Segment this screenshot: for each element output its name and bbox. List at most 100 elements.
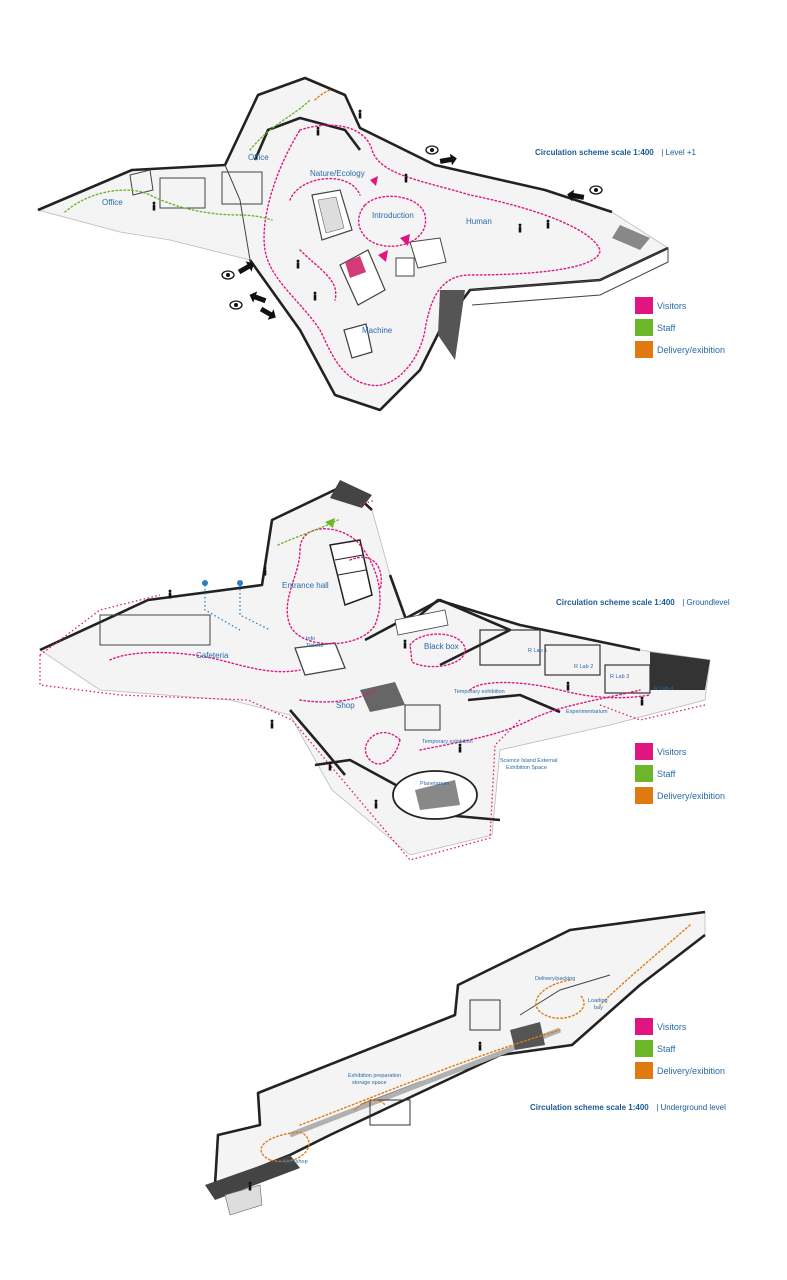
room-label: Black box	[424, 642, 459, 651]
room-label: Tickets	[306, 643, 323, 649]
ground-dark-volume	[650, 652, 710, 690]
ground-visitor-path-5	[349, 556, 651, 699]
ground-staff-path	[277, 519, 339, 546]
legend-label: Staff	[657, 1044, 676, 1054]
person-icon	[263, 566, 267, 576]
level1-visitor-arrow-2	[400, 234, 410, 246]
room-label: Entrance hall	[282, 581, 329, 590]
legend-swatch	[635, 1062, 653, 1079]
legends: VisitorsStaffDelivery/exibitionVisitorsS…	[635, 297, 725, 1079]
room-label: Cafeteria	[196, 651, 229, 660]
ground-external-path	[39, 594, 521, 861]
underground-delivery-path-3	[260, 1131, 310, 1163]
room-label: Nature/Ecology	[310, 169, 365, 178]
ground-blue-marker	[237, 580, 243, 586]
legend-label: Visitors	[657, 301, 687, 311]
eye-icon	[221, 270, 235, 280]
room-label: Delivery/packing	[535, 976, 575, 982]
underground-partition	[519, 974, 611, 1016]
room-label: Planetarium	[420, 781, 450, 787]
ground-exhibit-box	[404, 704, 441, 731]
level1-walls	[37, 76, 613, 214]
underground-room	[369, 1099, 411, 1126]
person-icon	[270, 719, 274, 729]
ground-visitor-path-3	[409, 633, 466, 668]
level1-human-object	[409, 237, 447, 269]
ground-lab-block-2	[544, 644, 601, 676]
arrow-icon	[258, 303, 279, 323]
legend-label: Visitors	[657, 747, 687, 757]
level1-visitor-loop	[358, 195, 427, 247]
person-icon	[152, 201, 156, 211]
room-label: Office	[248, 153, 269, 162]
ground-staff-arrow	[325, 518, 335, 528]
ground-info-desk	[294, 642, 346, 676]
ground-panel: Entrance hall Info Tickets Cafeteria Bla…	[39, 480, 730, 861]
level1-title: Circulation scheme scale 1:400 | Level +…	[535, 142, 697, 159]
person-icon	[248, 1181, 252, 1191]
legend-swatch	[635, 743, 653, 760]
level1-stair-box	[129, 169, 154, 196]
level1-staff-path	[64, 189, 273, 221]
legend-label: Visitors	[657, 1022, 687, 1032]
underground-delivery-path-2	[299, 1029, 561, 1126]
ground-blue-marker	[202, 580, 208, 586]
underground-panel: Delivery/packing Loading bay Exhibition …	[205, 910, 726, 1216]
legend-swatch	[635, 1018, 653, 1035]
level1-nature-inner	[317, 196, 345, 234]
level1-visitor-arrow	[370, 176, 378, 186]
eye-icon	[425, 145, 439, 155]
room-label: Science Island External	[500, 758, 557, 764]
ground-external-path-2	[359, 499, 706, 721]
legend-swatch	[635, 297, 653, 314]
ground-blue-path	[204, 585, 271, 631]
person-icon	[316, 126, 320, 136]
person-icon	[640, 696, 644, 706]
underground-delivery-path-4	[354, 1099, 386, 1111]
person-icon	[478, 1041, 482, 1051]
ground-floor	[39, 484, 711, 856]
person-icon	[358, 109, 362, 119]
arrow-icon	[247, 289, 268, 307]
person-icon	[404, 173, 408, 183]
room-label: R Lab 2	[574, 664, 593, 670]
underground-floor	[214, 911, 706, 1186]
ground-cafeteria-block	[99, 614, 211, 646]
level1-delivery-path	[314, 89, 331, 101]
legend-swatch	[635, 319, 653, 336]
ground-shop-stair	[360, 682, 405, 712]
person-icon	[168, 589, 172, 599]
level1-office-box-2	[221, 171, 263, 205]
legend-label: Delivery/exibition	[657, 345, 725, 355]
room-label: Info	[306, 636, 315, 642]
ground-lab-block	[479, 629, 541, 666]
room-label: R Lab 1	[528, 648, 547, 654]
ground-title: Circulation scheme scale 1:400 | Groundl…	[556, 592, 730, 609]
level1-cube	[395, 257, 415, 277]
room-label: bay	[594, 1005, 603, 1011]
underground-ramp	[205, 1155, 300, 1200]
person-icon	[518, 223, 522, 233]
underground-title: Circulation scheme scale 1:400 | Undergr…	[530, 1097, 726, 1114]
room-label: storage space	[352, 1080, 387, 1086]
ground-planetarium-seats	[415, 780, 460, 810]
ground-walls-f	[289, 709, 346, 776]
level1-partition	[224, 164, 251, 261]
legend-swatch	[635, 787, 653, 804]
legend-label: Delivery/exibition	[657, 1066, 725, 1076]
level1-panel: Office Office Nature/Ecology Introductio…	[36, 76, 697, 412]
ground-walls-d	[467, 693, 561, 714]
legend-swatch	[635, 341, 653, 358]
underground-walls	[213, 910, 706, 1186]
level1-walls-c	[253, 116, 362, 161]
arrow-icon	[439, 152, 458, 168]
room-label: Shop	[336, 701, 355, 710]
level1-visitor-arrow-3	[378, 250, 388, 262]
room-label: Exhibition preparation	[348, 1073, 401, 1079]
room-label: Experimentarium	[566, 709, 608, 715]
ground-visitor-path-2	[109, 651, 376, 703]
underground-delivery-path	[535, 924, 691, 1019]
room-label: Introduction	[372, 211, 414, 220]
level1-ramp	[438, 290, 465, 360]
